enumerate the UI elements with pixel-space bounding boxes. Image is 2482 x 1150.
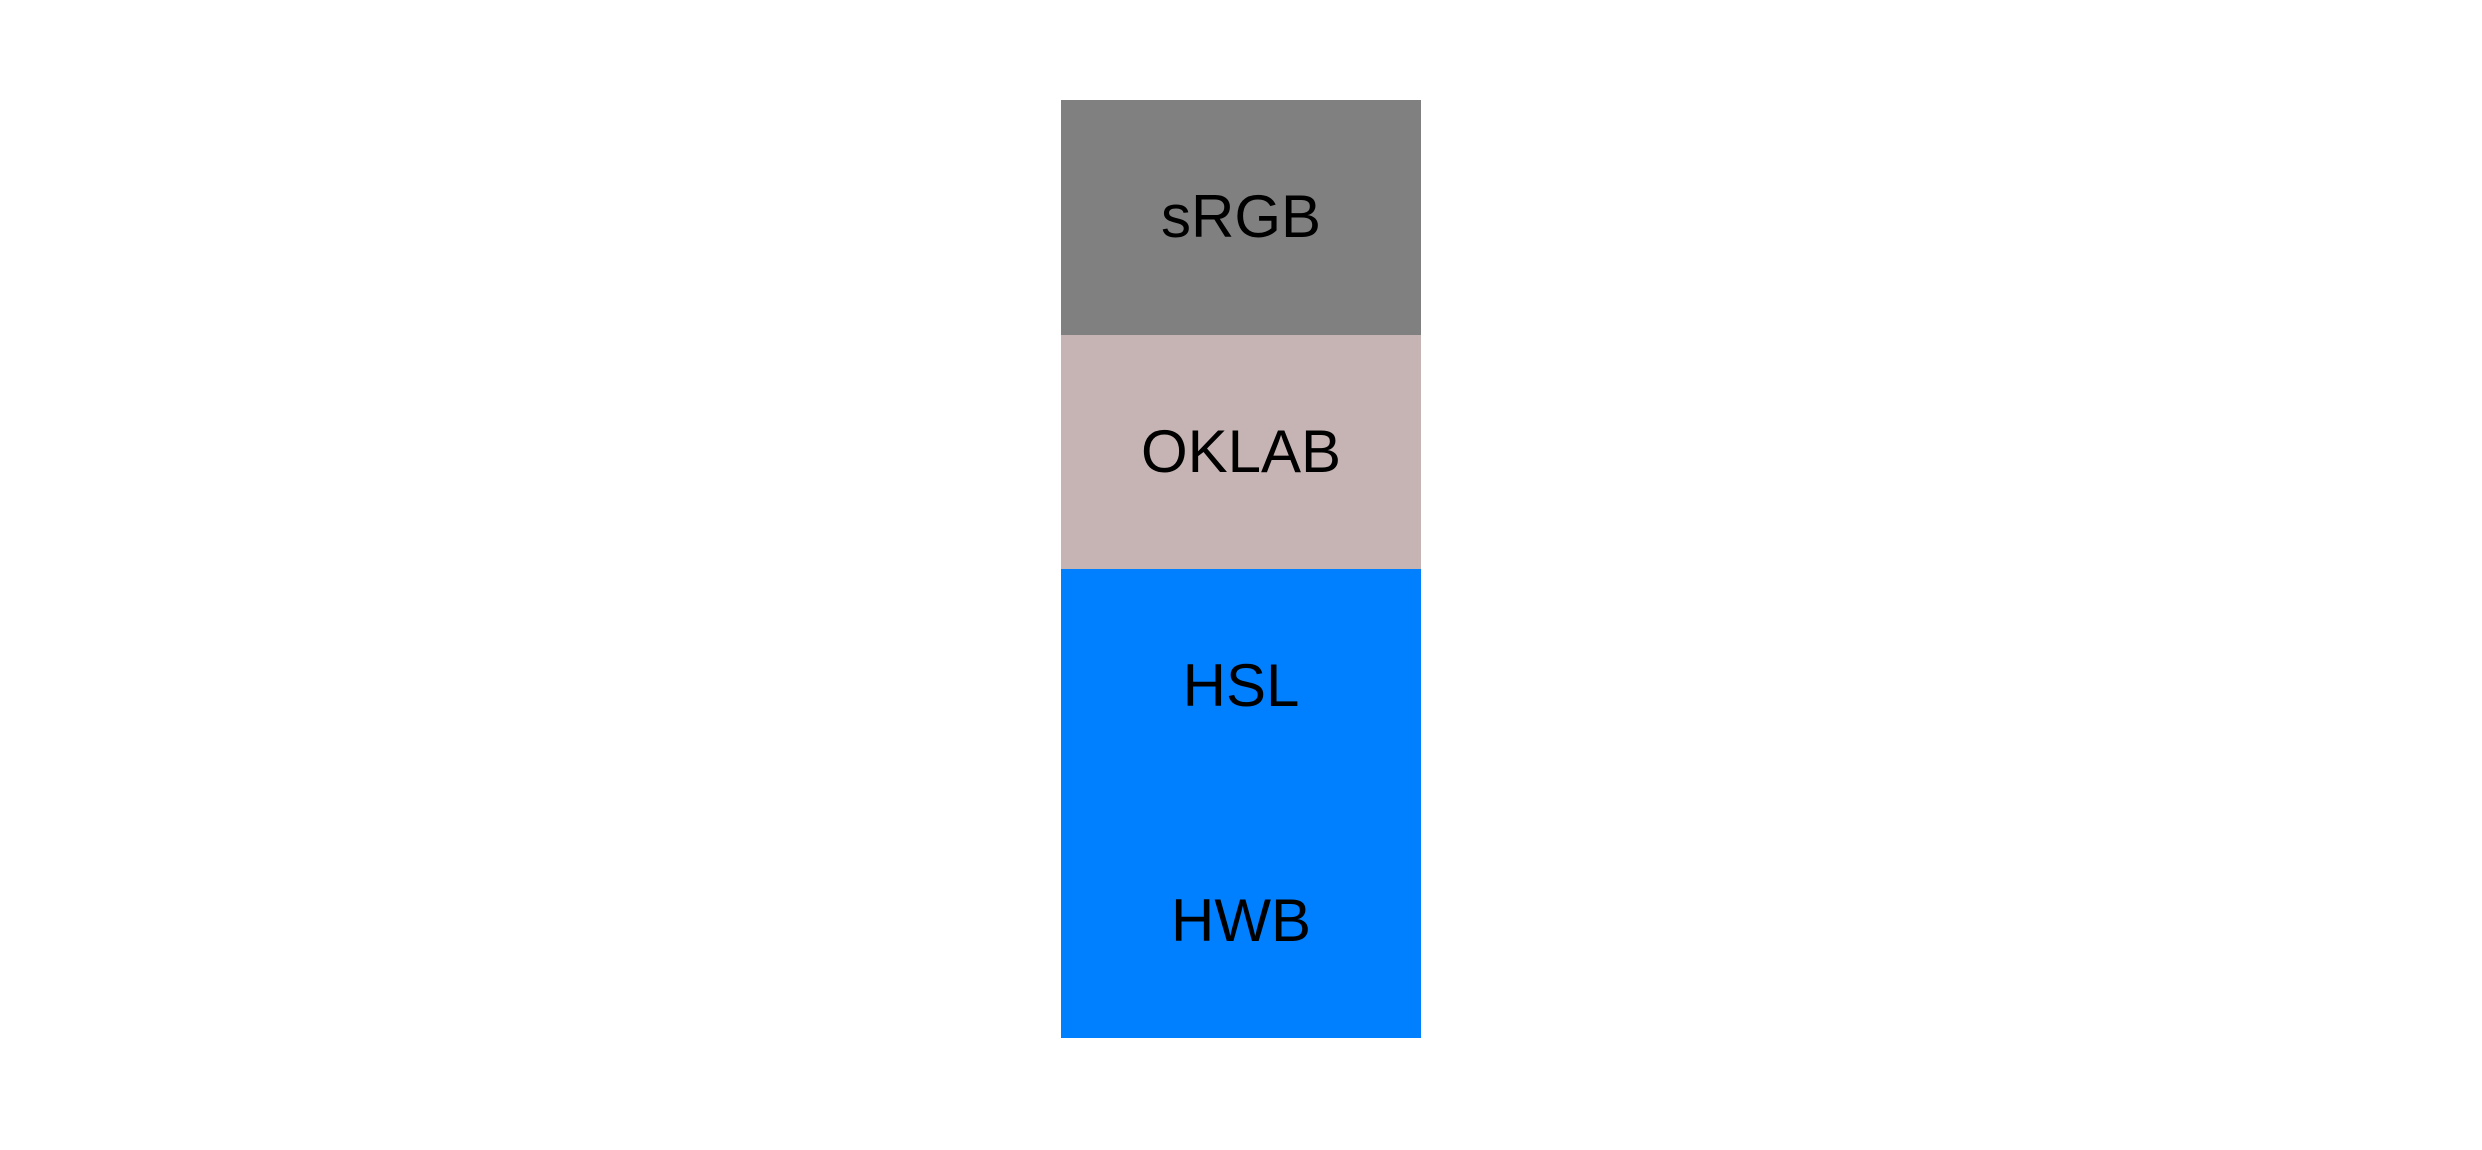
swatch-hsl-label: HSL (1182, 652, 1300, 720)
color-swatch-stack: sRGB OKLAB HSL HWB (1061, 100, 1421, 1038)
swatch-hwb: HWB (1061, 803, 1421, 1038)
swatch-oklab-label: OKLAB (1140, 417, 1342, 485)
swatch-hwb-label: HWB (1171, 886, 1311, 954)
swatch-srgb-label: sRGB (1160, 183, 1322, 251)
swatch-oklab: OKLAB (1061, 334, 1421, 569)
swatch-hsl: HSL (1061, 569, 1421, 804)
swatch-srgb: sRGB (1061, 100, 1421, 335)
